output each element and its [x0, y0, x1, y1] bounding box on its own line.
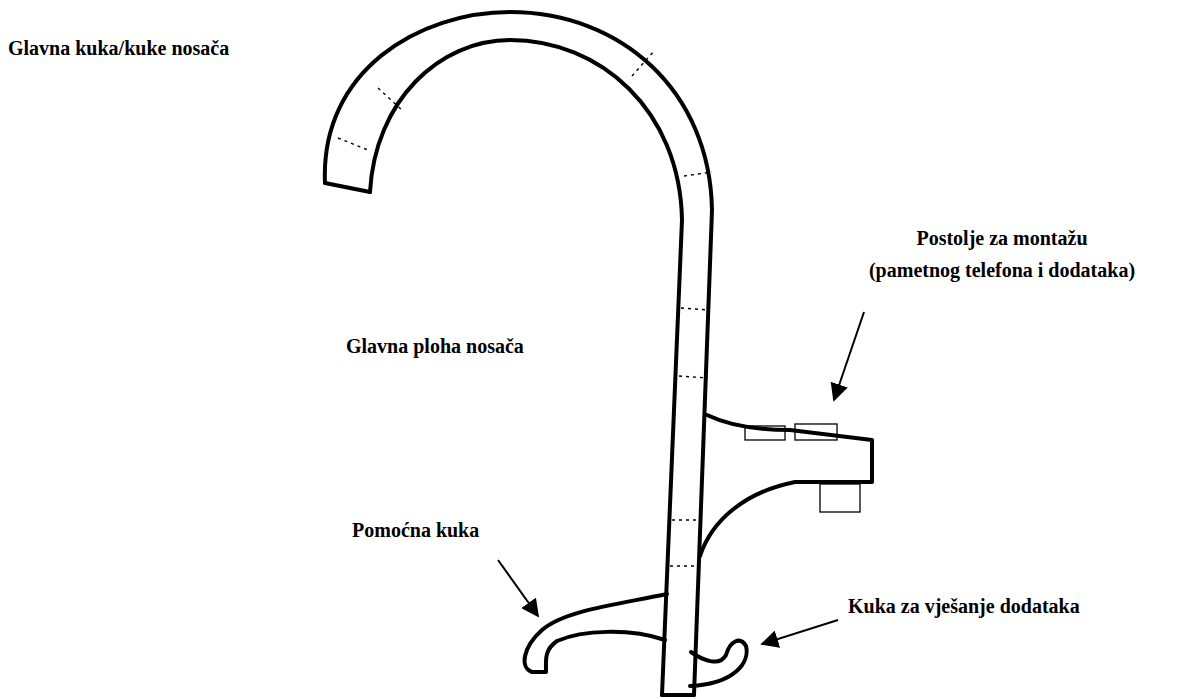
mount-block [795, 424, 837, 440]
segment-line [681, 308, 709, 310]
part-label: Pomoćna kuka [352, 514, 479, 546]
segment-line [679, 376, 708, 378]
hook-inner [370, 40, 682, 695]
part-label: Glavna ploha nosača [346, 330, 524, 362]
mount-block [745, 426, 785, 440]
segment-line [632, 50, 655, 76]
segment-line [378, 88, 402, 110]
mount-platform [700, 415, 872, 556]
leader-arrow [834, 312, 864, 400]
hook-tip [325, 183, 370, 192]
part-label: Postolje za montažu (pametnog telefona i… [822, 222, 1182, 286]
mount-block [820, 484, 860, 512]
accessory-hook [690, 641, 747, 686]
segment-line [338, 138, 368, 150]
part-label: Glavna kuka/kuke nosača [8, 32, 229, 64]
shaft-end [662, 693, 694, 697]
hook-outer [325, 12, 712, 695]
auxiliary-hook [525, 594, 667, 672]
leader-arrow [498, 560, 538, 616]
segment-line [684, 172, 712, 176]
segment-line [670, 565, 700, 566]
leader-arrow [762, 620, 838, 644]
segment-line [672, 519, 702, 520]
part-label: Kuka za vješanje dodataka [848, 590, 1080, 622]
